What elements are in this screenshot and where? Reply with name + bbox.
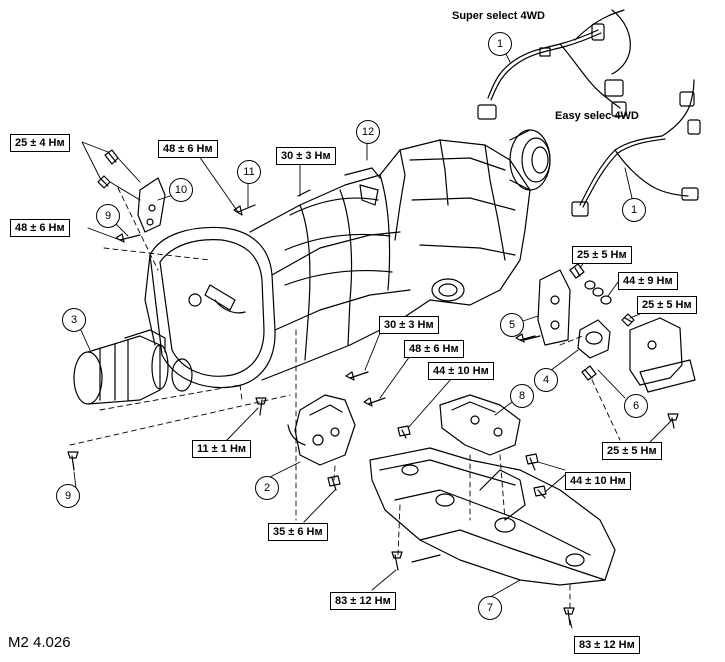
variant-label-easy-select: Easy selec 4WD bbox=[555, 110, 639, 122]
torque-label: 30 ± 3 Нм bbox=[379, 316, 439, 334]
torque-label: 30 ± 3 Нм bbox=[276, 147, 336, 165]
callout-5: 5 bbox=[500, 313, 524, 337]
callout-9-upper: 9 bbox=[96, 204, 120, 228]
support-bracket-2 bbox=[287, 394, 356, 466]
callout-3: 3 bbox=[62, 308, 86, 332]
torque-label: 11 ± 1 Нм bbox=[192, 440, 252, 458]
harness-easy-select bbox=[571, 79, 701, 217]
transmission-case bbox=[144, 174, 431, 389]
rear-mount-parts bbox=[523, 269, 696, 393]
torque-label: 44 ± 10 Нм bbox=[428, 362, 494, 380]
callout-12: 12 bbox=[356, 120, 380, 144]
crossmember-7 bbox=[369, 447, 616, 586]
torque-label: 35 ± 6 Нм bbox=[268, 523, 328, 541]
torque-label: 83 ± 12 Нм bbox=[330, 592, 396, 610]
callout-9-lower: 9 bbox=[56, 484, 80, 508]
callout-1-super-select: 1 bbox=[488, 32, 512, 56]
leader-lines bbox=[69, 47, 673, 629]
starter-motor bbox=[73, 329, 193, 405]
callout-6: 6 bbox=[624, 394, 648, 418]
figure-code: M2 4.026 bbox=[8, 634, 71, 651]
callout-10: 10 bbox=[169, 178, 193, 202]
torque-label: 48 ± 6 Нм bbox=[10, 219, 70, 237]
torque-label: 25 ± 5 Нм bbox=[602, 442, 662, 460]
callout-1-easy-select: 1 bbox=[622, 198, 646, 222]
upper-bracket-8 bbox=[439, 394, 521, 456]
callout-2: 2 bbox=[255, 476, 279, 500]
torque-label: 44 ± 10 Нм bbox=[565, 472, 631, 490]
torque-label: 48 ± 6 Нм bbox=[404, 340, 464, 358]
callout-11: 11 bbox=[237, 160, 261, 184]
torque-label: 25 ± 5 Нм bbox=[572, 246, 632, 264]
variant-label-super-select: Super select 4WD bbox=[452, 10, 545, 22]
callout-8: 8 bbox=[510, 384, 534, 408]
callout-4: 4 bbox=[534, 368, 558, 392]
torque-label: 25 ± 4 Нм bbox=[10, 134, 70, 152]
torque-label: 83 ± 12 Нм bbox=[574, 636, 640, 654]
harness-super-select bbox=[477, 9, 631, 120]
bracket-10 bbox=[137, 177, 166, 233]
torque-label: 44 ± 9 Нм bbox=[618, 272, 678, 290]
torque-label: 48 ± 6 Нм bbox=[158, 140, 218, 158]
transfer-case bbox=[344, 129, 551, 306]
torque-label: 25 ± 5 Нм bbox=[637, 296, 697, 314]
callout-7: 7 bbox=[478, 596, 502, 620]
